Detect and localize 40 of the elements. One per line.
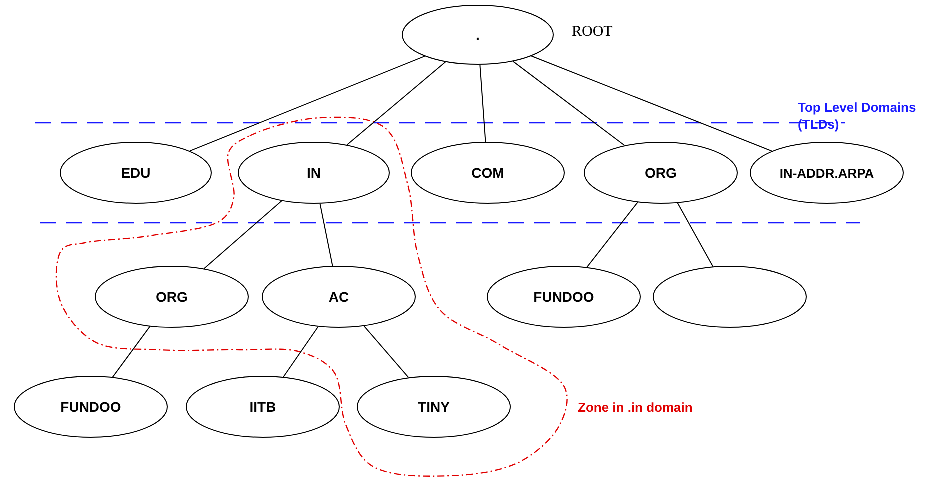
connector-line (283, 326, 319, 378)
connector-line (480, 64, 486, 143)
connector-line (531, 56, 773, 152)
domain-name: IITB (250, 399, 276, 415)
annotation-text: Zone in .in domain (578, 399, 693, 416)
domain-name: IN (307, 165, 321, 181)
domain-name: IN-ADDR.ARPA (780, 166, 874, 180)
connector-line (677, 202, 714, 268)
domain-ellipse (14, 376, 168, 438)
domain-ellipse (402, 5, 554, 65)
connector-line (204, 200, 282, 270)
domain-name: FUNDOO (534, 289, 594, 305)
domain-ellipse (653, 266, 807, 328)
connector-line (364, 326, 410, 378)
domain-ellipse (357, 376, 511, 438)
domain-name: COM (472, 165, 504, 181)
domain-name: TINY (418, 399, 450, 415)
domain-name: AC (328, 289, 350, 305)
connector-line (346, 62, 446, 146)
domain-name: FUNDOO (60, 399, 122, 415)
domain-name: EDU (121, 165, 151, 181)
domain-ellipse (584, 142, 738, 204)
domain-ellipse (487, 266, 641, 328)
domain-ellipse (262, 266, 416, 328)
domain-ellipse (411, 142, 565, 204)
domain-name: ORG (645, 165, 677, 181)
connector-line (586, 202, 638, 268)
domain-ellipse (186, 376, 340, 438)
domain-ellipse (60, 142, 212, 204)
node-caption: ROOT (572, 24, 613, 41)
connector-line (320, 203, 334, 267)
connector-line (190, 56, 426, 152)
domain-name: ORG (156, 289, 188, 305)
domain-name: . (476, 27, 480, 43)
connector-line (112, 326, 151, 378)
domain-ellipse (95, 266, 249, 328)
domain-ellipse (750, 142, 904, 204)
annotation-text: Top Level Domains (TLDs) (798, 99, 918, 133)
connector-line (512, 61, 626, 146)
domain-ellipse (238, 142, 390, 204)
